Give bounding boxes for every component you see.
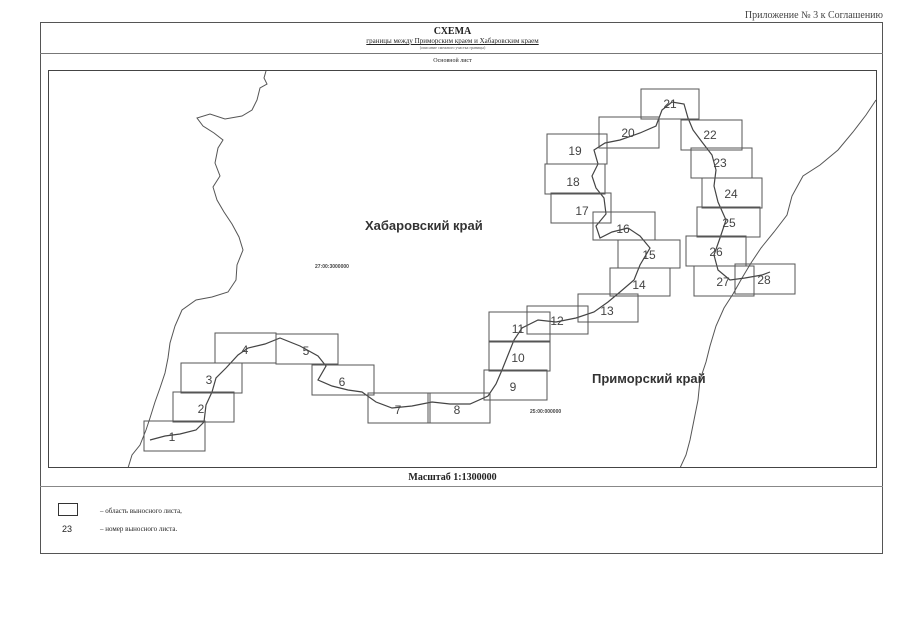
sheet-number-label: 13: [600, 304, 614, 318]
sheet-number-label: 27: [716, 275, 730, 289]
sheet-box: [598, 116, 660, 149]
sheet-number-label: 19: [568, 144, 582, 158]
sheet-number-label: 14: [632, 278, 646, 292]
sheet-box: [143, 420, 206, 452]
legend-number-sample: 23: [62, 524, 73, 534]
appendix-label: Приложение № 3 к Соглашению: [744, 10, 883, 21]
sheet-number-label: 18: [566, 175, 580, 189]
sheet-number-label: 17: [575, 204, 589, 218]
sheet-box: [550, 192, 612, 224]
legend-number-label: – номер выносного листа.: [100, 525, 178, 533]
sheet-number-label: 7: [395, 403, 402, 417]
sheet-number-label: 22: [703, 128, 717, 142]
sheet-box: [488, 311, 551, 343]
sheet-number-label: 3: [206, 373, 213, 387]
sheet-box: [734, 263, 796, 295]
sheet-box: [680, 119, 743, 151]
map-frame: [48, 70, 877, 468]
sheet-number-label: 20: [621, 126, 635, 140]
sheet-box: [311, 364, 375, 396]
legend-area-label: – область выносного листа,: [100, 507, 182, 515]
sheet-number-label: 24: [724, 187, 738, 201]
document-note: (описание смежного участка границы): [419, 45, 486, 50]
sheet-number-label: 11: [512, 322, 525, 336]
scale-label: Масштаб 1:1300000: [408, 472, 497, 483]
sheet-box: [640, 88, 700, 120]
sheet-number-label: 21: [663, 97, 677, 111]
sheet-number-label: 28: [757, 273, 771, 287]
region-label-primorsky: Приморский край: [592, 371, 706, 386]
legend-sheet-box-icon: [58, 503, 78, 516]
region-label-khabarovsk: Хабаровский край: [365, 218, 483, 233]
sheet-box: [483, 369, 548, 401]
sheet-number-label: 2: [198, 402, 205, 416]
sheet-box: [696, 206, 761, 238]
sheet-number-label: 16: [616, 222, 630, 236]
sheet-box: [275, 333, 339, 365]
header-divider: [40, 53, 883, 54]
sheet-number-label: 9: [510, 380, 517, 394]
sheet-number-label: 15: [642, 248, 656, 262]
sheet-box: [526, 305, 589, 335]
sheet-number-label: 26: [709, 245, 723, 259]
document-title: СХЕМА: [433, 26, 472, 37]
river-line: [127, 71, 268, 467]
sheet-box: [427, 392, 491, 424]
scale-code-label: 25:00:000000: [530, 409, 561, 415]
river-line: [679, 99, 876, 467]
sheet-number-label: 23: [713, 156, 727, 170]
sheet-number-label: 12: [550, 314, 564, 328]
sheet-box: [180, 362, 243, 394]
sheet-box: [592, 211, 656, 241]
document-frame: [40, 22, 883, 554]
sheet-number-label: 4: [242, 343, 249, 357]
document-subtitle: границы между Приморским краем и Хабаров…: [366, 37, 539, 45]
sheet-box: [488, 340, 551, 372]
sheet-number-label: 6: [339, 375, 346, 389]
scale-code-label: 27:00:3000000: [315, 264, 349, 270]
sheet-box: [701, 177, 763, 209]
sheet-box: [367, 392, 431, 424]
sheet-box: [546, 133, 608, 165]
sheet-number-label: 25: [722, 216, 736, 230]
sheet-number-label: 5: [303, 344, 310, 358]
border-line: [149, 101, 771, 441]
main-sheet-label: Основной лист: [433, 58, 472, 64]
sheet-number-label: 10: [511, 351, 525, 365]
sheet-number-label: 1: [169, 430, 176, 444]
sheet-box: [577, 293, 639, 323]
sheet-number-label: 8: [454, 403, 461, 417]
sheet-box: [693, 265, 755, 297]
sheet-box: [172, 391, 235, 423]
legend-divider: [40, 486, 883, 487]
